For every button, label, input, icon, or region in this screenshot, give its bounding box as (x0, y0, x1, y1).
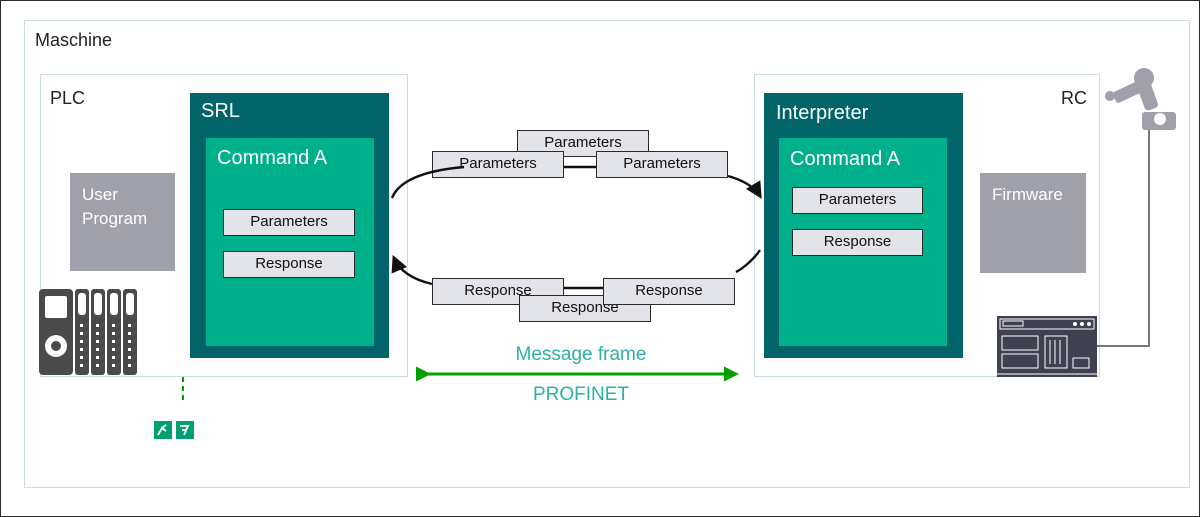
interpreter-parameters-box: Parameters (792, 187, 923, 214)
message-response-box: Response (603, 278, 735, 305)
interpreter-command-title: Command A (790, 148, 901, 170)
plc-connection-dashed-line (182, 377, 184, 401)
message-parameters-box: Parameters (432, 151, 564, 178)
srl-title: SRL (201, 100, 240, 122)
srl-command-title: Command A (217, 147, 328, 169)
srl-parameters-box: Parameters (223, 209, 355, 236)
machine-label: Maschine (35, 30, 113, 50)
profinet-label: PROFINET (532, 384, 630, 405)
robot-cable (1097, 128, 1150, 347)
robot-controller-icon (997, 316, 1097, 377)
robot-arm-icon (1105, 68, 1176, 130)
rc-label: RC (1061, 88, 1087, 108)
srl-response-box: Response (223, 251, 355, 278)
message-parameters-box: Parameters (596, 151, 728, 178)
firmware-box: Firmware (980, 173, 1086, 273)
plc-hardware-icon (39, 289, 137, 375)
interpreter-title: Interpreter (776, 102, 869, 124)
message-frame-label: Message frame (515, 344, 647, 365)
interpreter-response-box: Response (792, 229, 923, 256)
robot-link-icon (154, 421, 194, 439)
srl-command-box (206, 138, 374, 346)
user-program-box: User Program (70, 173, 175, 271)
machine-boundary (24, 20, 1190, 488)
plc-label: PLC (50, 88, 86, 108)
